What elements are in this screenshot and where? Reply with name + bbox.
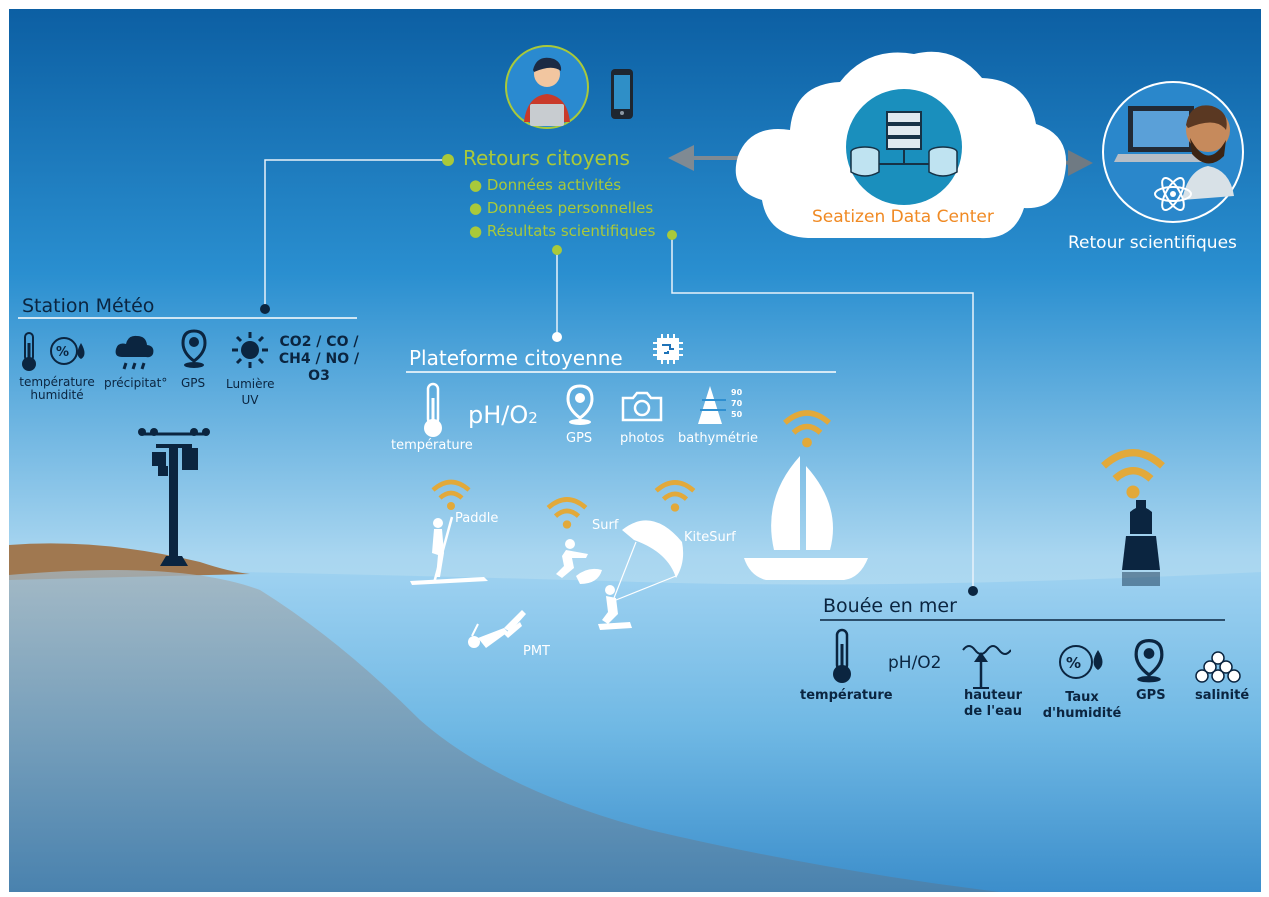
- sensor-precip: précipitat°: [104, 376, 168, 390]
- connector-dot: [442, 154, 454, 166]
- wifi-icon: [431, 479, 471, 510]
- connector-dot: [260, 304, 270, 314]
- sensor-humidity: Taux d'humidité: [1042, 690, 1122, 721]
- gps-pin-icon: [1134, 639, 1164, 683]
- sensor-ph: pH/O2: [888, 653, 942, 673]
- citizen-title: Retours citoyens: [463, 146, 630, 170]
- sensor-salinity: salinité: [1195, 688, 1250, 703]
- bathymetry-icon: [698, 386, 726, 424]
- buoy-icon: [1122, 500, 1160, 586]
- paddle-icon: [410, 516, 488, 585]
- connector-dot: [667, 230, 677, 240]
- sensor-gps: GPS: [1136, 688, 1166, 703]
- wifi-icon: [654, 480, 696, 512]
- chip-icon: [653, 334, 683, 364]
- database-icon: [850, 146, 958, 177]
- svg-text:%: %: [1066, 654, 1081, 672]
- scientist-avatar-icon: [1102, 81, 1244, 223]
- humidity-icon: %: [50, 337, 85, 365]
- line-citizen-buoy: [671, 235, 974, 590]
- laptop-icon: [1114, 106, 1206, 162]
- connector-dot: [552, 332, 562, 342]
- sensor-temperature: température: [800, 688, 893, 703]
- station-title: Station Météo: [22, 295, 155, 317]
- gps-pin-icon: [566, 384, 594, 425]
- connector-dot: [968, 586, 978, 596]
- wifi-icon: [546, 497, 588, 529]
- sensor-gps: GPS: [181, 376, 206, 390]
- salinity-icon: [1195, 651, 1241, 683]
- weather-mast-icon: [138, 428, 210, 566]
- sensor-temperature: température: [391, 438, 473, 453]
- line-citizen-station: [264, 159, 445, 308]
- rain-cloud-icon: [115, 335, 154, 370]
- humidity-icon: %: [1059, 645, 1103, 679]
- activity-label: Surf: [592, 518, 619, 533]
- sensor-photos: photos: [620, 431, 665, 446]
- connector-dot: [552, 245, 562, 255]
- arrow-left-icon: [668, 145, 694, 171]
- atom-icon: [1154, 177, 1192, 211]
- smartphone-icon: [611, 69, 633, 119]
- sensor-temp-humidity: température humidité: [19, 375, 95, 402]
- list-item: ● Données activités: [469, 176, 622, 194]
- list-item: ● Données personnelles: [469, 199, 654, 217]
- camera-icon: [621, 391, 663, 422]
- sensor-water-height: hauteur de l'eau: [964, 688, 1022, 719]
- list-item: ● Résultats scientifiques: [469, 222, 656, 240]
- thermometer-icon: [22, 332, 36, 371]
- wifi-icon: [1101, 449, 1165, 499]
- activity-label: KiteSurf: [684, 530, 736, 545]
- depth-label: 50: [731, 410, 743, 419]
- buoy-title: Bouée en mer: [823, 595, 957, 617]
- sensor-light: Lumière UV: [226, 377, 275, 407]
- activity-label: PMT: [523, 644, 550, 659]
- thermometer-icon: [424, 382, 442, 437]
- water-height-icon: [962, 645, 1011, 689]
- datacenter-label: Seatizen Data Center: [812, 207, 994, 227]
- kitesurf-icon: [598, 520, 684, 630]
- sensor-bathymetry: bathymétrie: [678, 431, 758, 446]
- surf-icon: [556, 539, 602, 584]
- arrow-right-icon: [1068, 150, 1093, 176]
- sensor-gps: GPS: [566, 431, 593, 446]
- thermometer-icon: [833, 628, 851, 683]
- sailboat-icon: [744, 456, 868, 580]
- wifi-icon: [783, 410, 831, 448]
- svg-text:%: %: [56, 345, 69, 360]
- depth-label: 90: [731, 388, 743, 397]
- sun-icon: [232, 332, 268, 368]
- science-label: Retour scientifiques: [1068, 233, 1237, 253]
- snorkel-icon: [468, 610, 526, 648]
- platform-title: Plateforme citoyenne: [409, 346, 623, 370]
- citizen-avatar-icon: [505, 45, 589, 129]
- sensor-gases: CO2 / CO / CH4 / NO / O3: [278, 334, 360, 384]
- depth-label: 70: [731, 399, 743, 408]
- sensor-ph: pH/O2: [468, 401, 538, 429]
- gps-pin-icon: [181, 329, 207, 368]
- activity-label: Paddle: [455, 511, 499, 526]
- server-icon: [846, 89, 962, 205]
